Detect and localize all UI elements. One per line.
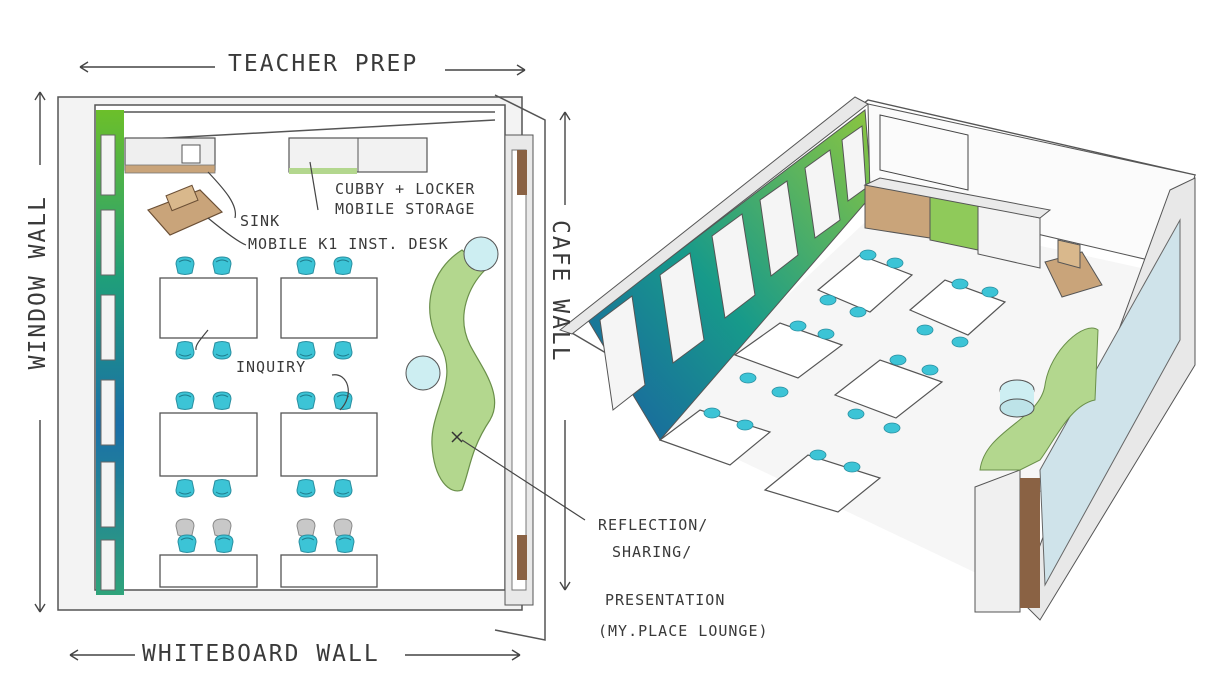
plan-lounge	[405, 236, 499, 492]
leader-lines	[195, 161, 586, 521]
iso-tables	[658, 254, 1007, 513]
label-inquiry: INQUIRY	[236, 358, 307, 376]
iso-lounge	[979, 327, 1099, 471]
plan-windows	[100, 134, 116, 591]
label-desk: MOBILE K1 INST. DESK	[248, 235, 449, 253]
iso-windows	[599, 125, 867, 411]
label-window-wall: WINDOW WALL	[25, 195, 51, 370]
iso-casework	[863, 177, 1103, 298]
label-reflection: REFLECTION/	[598, 516, 709, 534]
iso-chairs	[703, 249, 999, 473]
plan-sink-counter	[124, 137, 216, 174]
label-cubby-line1: CUBBY + LOCKER	[335, 180, 476, 198]
label-presentation: PRESENTATION	[605, 591, 726, 609]
label-teacher-prep: TEACHER PREP	[228, 51, 419, 77]
dimension-arrows	[34, 61, 571, 661]
label-sharing: SHARING/	[612, 543, 693, 561]
plan-tables	[159, 277, 378, 588]
plan-mobile-desk	[146, 184, 224, 236]
label-sink: SINK	[240, 212, 281, 230]
label-whiteboard-wall: WHITEBOARD WALL	[142, 641, 380, 667]
plan-cubby-storage	[288, 137, 428, 174]
iso-room	[558, 96, 1197, 621]
label-cubby-line2: MOBILE STORAGE	[335, 200, 476, 218]
label-my-place-lounge: (MY.PLACE LOUNGE)	[598, 622, 769, 640]
label-cafe-wall: CAFE WALL	[547, 220, 574, 363]
